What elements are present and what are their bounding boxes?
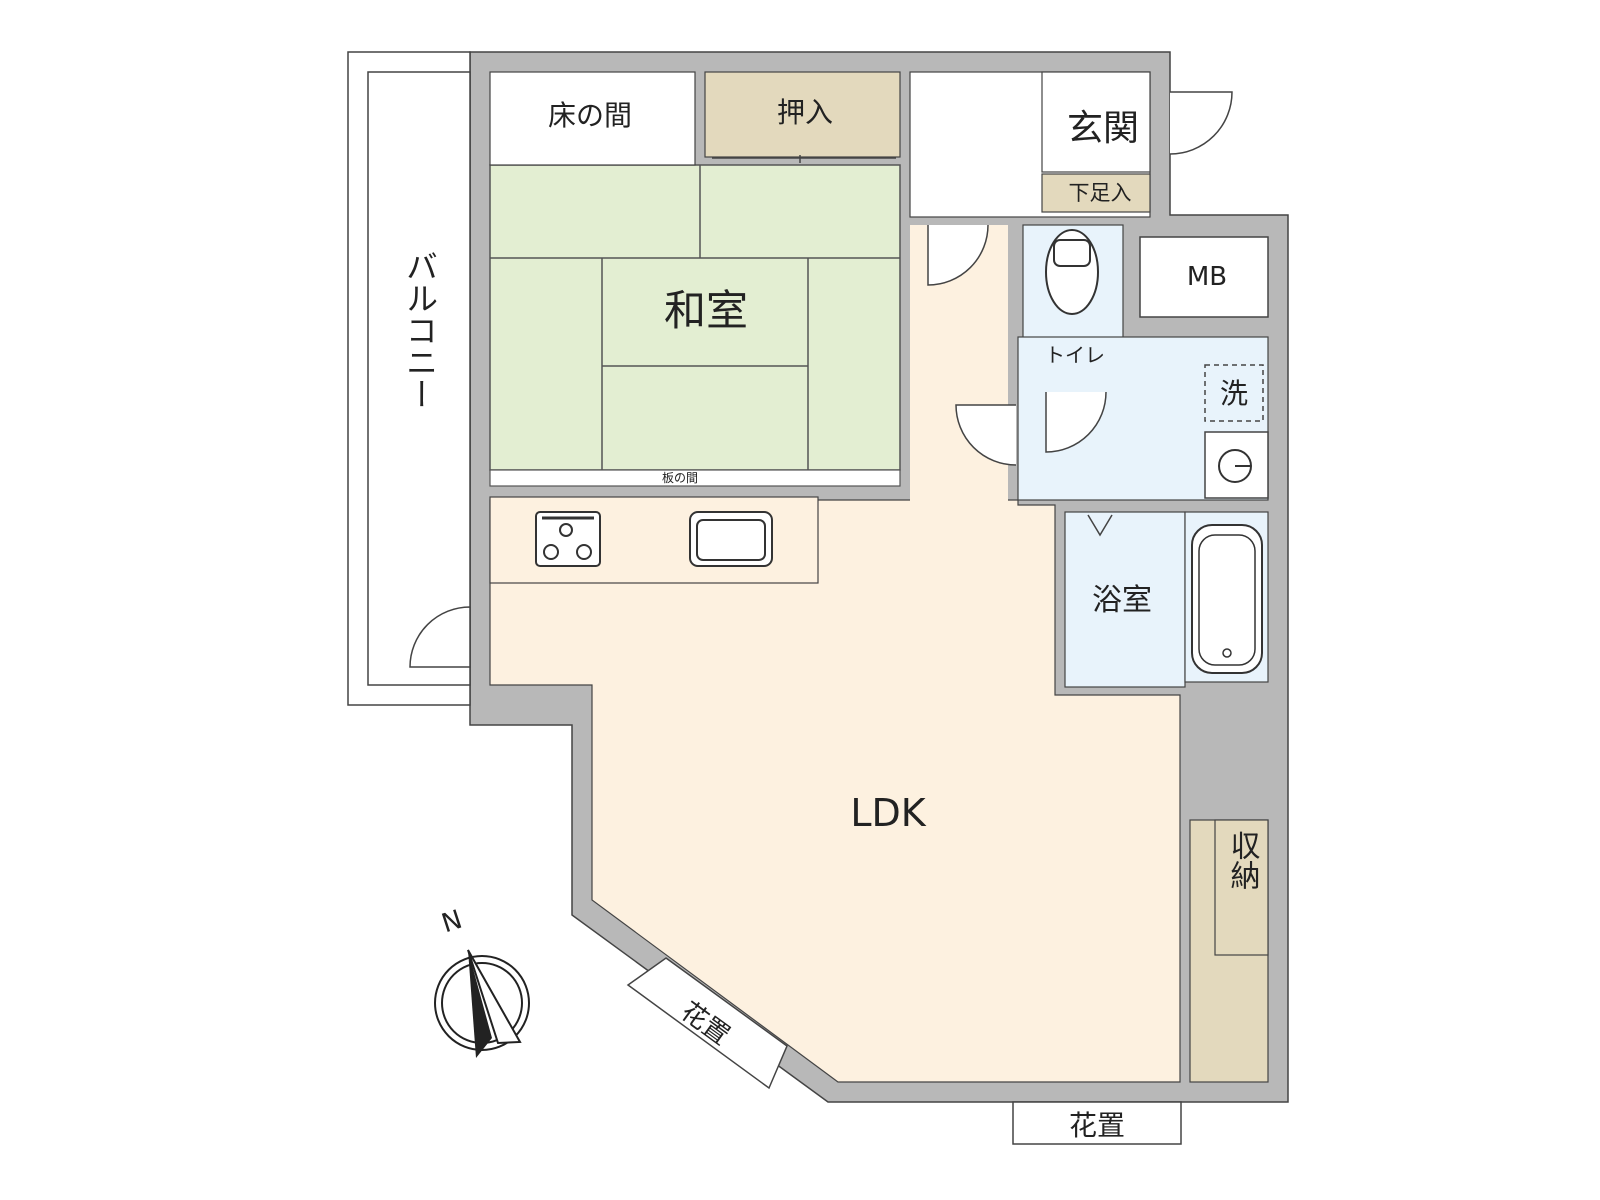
flower-box-bottom xyxy=(1012,1101,1182,1145)
label-mb: MB xyxy=(1187,262,1227,292)
bath-door-mark xyxy=(1087,514,1113,537)
label-balcony: バルコニー xyxy=(401,250,439,410)
label-sentaku: 洗 xyxy=(1220,377,1248,410)
label-ldk: LDK xyxy=(850,791,926,835)
label-itanoma: 板の間 xyxy=(662,471,698,485)
label-toilet: トイレ xyxy=(1045,343,1105,367)
washroom-door-swing xyxy=(955,404,1017,466)
oshiire xyxy=(704,71,901,158)
label-shuno: 収納 xyxy=(1225,830,1261,890)
front-door-swing xyxy=(1169,91,1233,155)
storage-upper xyxy=(1214,819,1269,956)
balcony-inner xyxy=(367,71,471,686)
label-toko: 床の間 xyxy=(548,99,632,132)
hall-door-swing xyxy=(927,224,989,286)
washer-space xyxy=(1204,364,1264,422)
geta-box xyxy=(1041,173,1151,213)
toilet-door-swing xyxy=(1045,391,1107,453)
flower-box-diagonal xyxy=(626,957,788,1090)
compass-icon xyxy=(434,949,530,1058)
label-hanaoki-bottom: 花置 xyxy=(1069,1109,1125,1142)
mb-box xyxy=(1139,236,1269,318)
label-washitsu: 和室 xyxy=(664,286,748,335)
bathtub-icon xyxy=(1184,511,1269,683)
basin-icon xyxy=(1204,431,1269,499)
toko-no-ma xyxy=(489,71,696,166)
label-oshiire: 押入 xyxy=(777,96,833,129)
balcony-door-swing xyxy=(409,606,471,668)
label-yokushitsu: 浴室 xyxy=(1092,583,1152,618)
genkan xyxy=(1041,71,1151,173)
washitsu-floor xyxy=(489,164,901,471)
compass-north-label: N xyxy=(438,905,466,940)
toilet-icon xyxy=(1045,229,1099,315)
sink-icon xyxy=(689,511,773,567)
label-genkan: 玄関 xyxy=(1067,108,1139,149)
itanoma-strip xyxy=(489,469,901,487)
ldk-floor xyxy=(489,499,1181,1083)
label-geta: 下足入 xyxy=(1069,181,1132,205)
stove-icon xyxy=(535,511,601,567)
bathroom xyxy=(1064,511,1186,688)
